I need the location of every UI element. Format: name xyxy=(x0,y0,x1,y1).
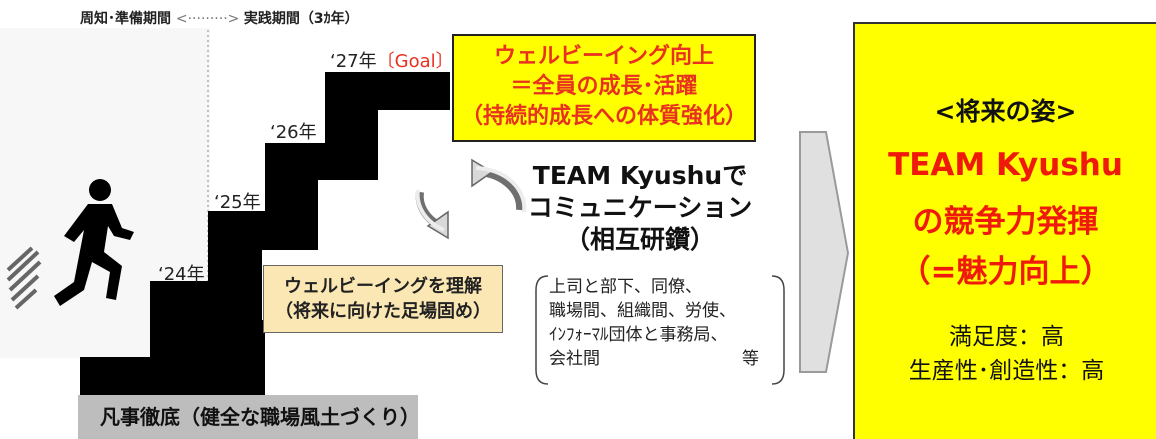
staircase-steps xyxy=(80,72,450,395)
future-line-2: の競争力発揮 xyxy=(912,204,1099,240)
scope-bracket-left xyxy=(535,275,549,385)
year-2024: ‘24年 xyxy=(158,264,205,285)
scope-line-2: 職場間、組織間、労使、 xyxy=(549,301,736,321)
phase-header: 周知･準備期間 <·········> 実践期間（3ｶ年） xyxy=(80,8,359,28)
understand-line-1: ウェルビーイングを理解 xyxy=(284,276,482,297)
scope-line-4: 会社間 等 xyxy=(549,347,767,371)
phase-arrow-icon: <·········> xyxy=(175,11,244,27)
future-line-1: TEAM Kyushu xyxy=(888,147,1123,183)
metric-satisfaction: 満足度：高 xyxy=(949,324,1064,350)
goal-label: 〔Goal〕 xyxy=(376,51,454,72)
communication-scope: 上司と部下、同僚、 職場間、組織間、労使、 ｲﾝﾌｫｰﾏﾙ団体と事務局、 会社間… xyxy=(549,275,767,371)
team-line-3: （相互研鑽） xyxy=(564,225,715,254)
stair-base xyxy=(80,320,265,395)
team-communication: TEAM Kyushuで コミュニケーション （相互研鑽） xyxy=(525,160,755,256)
goal-line-2: ＝全員の成長･活躍 xyxy=(510,74,698,99)
year-2027: ‘27年 xyxy=(330,51,377,72)
future-metrics: 満足度：高 生産性･創造性：高 xyxy=(895,320,1118,388)
phase-prep-label: 周知･準備期間 xyxy=(80,11,171,27)
goal-line-1: ウェルビーイング向上 xyxy=(493,44,714,69)
phase-practice-label: 実践期間（3ｶ年） xyxy=(243,11,359,27)
scope-line-4-right: 等 xyxy=(742,349,759,369)
year-2026: ‘26年 xyxy=(270,122,317,143)
year-2027-goal: ‘27年〔Goal〕 xyxy=(330,47,454,73)
scope-line-1: 上司と部下、同僚、 xyxy=(549,277,702,297)
year-2025: ‘25年 xyxy=(214,192,261,213)
goal-box: ウェルビーイング向上 ＝全員の成長･活躍 （持続的成長への体質強化） xyxy=(452,34,756,142)
foundation-box: 凡事徹底（健全な職場風土づくり） xyxy=(78,395,420,439)
understand-box: ウェルビーイングを理解 （将来に向けた足場固め） xyxy=(263,265,503,333)
goal-line-3: （持続的成長への体質強化） xyxy=(460,104,747,129)
scope-line-4-left: 会社間 xyxy=(549,349,600,369)
circular-arrows-icon xyxy=(415,168,525,230)
understand-line-2: （将来に向けた足場固め） xyxy=(275,301,491,322)
metric-productivity: 生産性･創造性：高 xyxy=(908,358,1105,384)
right-arrow-icon xyxy=(799,131,850,373)
team-line-1: TEAM Kyushuで xyxy=(532,161,748,190)
team-line-2: コミュニケーション xyxy=(527,193,753,222)
future-vision-panel: <将来の姿> TEAM Kyushu の競争力発揮 （=魅力向上） 満足度：高 … xyxy=(853,22,1156,439)
scope-line-3: ｲﾝﾌｫｰﾏﾙ団体と事務局、 xyxy=(549,325,728,345)
future-title: <将来の姿> xyxy=(934,97,1077,126)
future-line-3: （=魅力向上） xyxy=(899,254,1112,290)
scope-bracket-right xyxy=(771,275,785,385)
running-person-icon xyxy=(54,179,134,306)
speed-lines-icon xyxy=(6,246,42,310)
